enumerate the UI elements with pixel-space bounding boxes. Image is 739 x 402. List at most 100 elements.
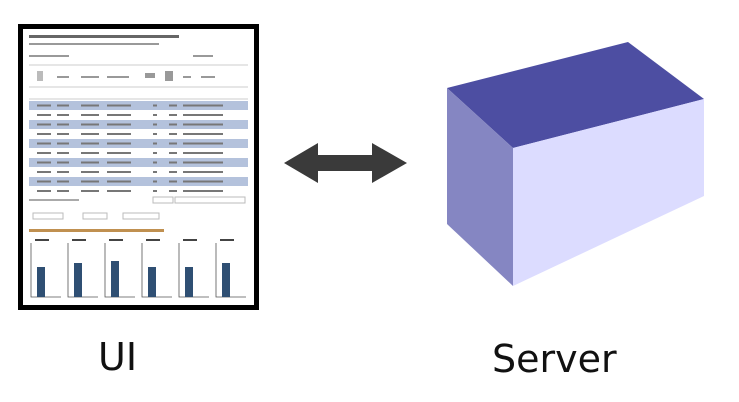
ui-table-cell <box>81 171 99 173</box>
ui-table-row-highlight <box>29 101 248 110</box>
ui-table-cell <box>81 161 99 164</box>
ui-table-cell <box>57 133 69 135</box>
ui-table-cell <box>153 152 157 154</box>
ui-table-cell <box>57 114 69 116</box>
server-top-face <box>447 42 704 148</box>
ui-chart-title <box>183 239 197 241</box>
ui-table-cell <box>169 114 177 116</box>
ui-chart-bar <box>148 267 156 297</box>
ui-chart-bar <box>111 261 119 297</box>
ui-table-cell <box>57 152 69 154</box>
ui-table-cell <box>169 133 177 135</box>
ui-table-cell <box>81 123 99 126</box>
ui-table-cell <box>169 161 177 164</box>
ui-table-cell <box>153 142 157 145</box>
ui-table-cell <box>169 104 177 107</box>
ui-table-cell <box>183 171 223 173</box>
ui-table-cell <box>81 142 99 145</box>
ui-table-cell <box>81 190 99 192</box>
ui-table-cell <box>169 180 177 183</box>
ui-table-row-highlight <box>29 177 248 186</box>
ui-table-cell <box>169 190 177 192</box>
ui-table-cell <box>107 123 131 126</box>
ui-table-cell <box>37 152 51 154</box>
ui-table-row-highlight <box>29 158 248 167</box>
ui-table-cell <box>183 161 223 164</box>
ui-label: UI <box>98 335 138 379</box>
ui-table-cell <box>81 133 99 135</box>
ui-chart-bar <box>222 263 230 297</box>
ui-table-cell <box>107 142 131 145</box>
ui-table-cell <box>107 104 131 107</box>
ui-table-cell <box>107 152 131 154</box>
ui-table-cell <box>183 142 223 145</box>
ui-table-cell <box>153 104 157 107</box>
ui-chart-title <box>220 239 234 241</box>
ui-table-cell <box>81 114 99 116</box>
ui-table-row-highlight <box>29 139 248 148</box>
ui-table-cell <box>169 171 177 173</box>
ui-table-cell <box>169 142 177 145</box>
ui-table-cell <box>57 190 69 192</box>
ui-table-cell <box>57 142 69 145</box>
ui-table-cell <box>37 180 51 183</box>
ui-table-cell <box>153 161 157 164</box>
ui-table-cell <box>57 171 69 173</box>
ui-table-cell <box>107 133 131 135</box>
ui-table-cell <box>153 190 157 192</box>
ui-chart-title <box>35 239 49 241</box>
server-left-face <box>447 88 513 286</box>
ui-table-cell <box>183 133 223 135</box>
ui-table-cell <box>37 114 51 116</box>
ui-table-cell <box>183 180 223 183</box>
ui-table-cell <box>107 190 131 192</box>
ui-chart-axis <box>178 243 209 298</box>
ui-screenshot-thumbnail <box>18 24 259 310</box>
ui-table-cell <box>183 104 223 107</box>
ui-table-cell <box>81 104 99 107</box>
ui-table-cell <box>169 123 177 126</box>
ui-table-cell <box>153 180 157 183</box>
ui-table-cell <box>37 104 51 107</box>
server-front-face <box>513 99 704 286</box>
ui-chart-axis <box>104 243 135 298</box>
ui-table-cell <box>37 161 51 164</box>
ui-chart-title <box>146 239 160 241</box>
ui-thumbnail-graphic <box>29 35 248 298</box>
ui-table-row-highlight <box>29 120 248 129</box>
ui-table-cell <box>153 133 157 135</box>
ui-table-cell <box>107 180 131 183</box>
ui-chart-title <box>72 239 86 241</box>
ui-table-cell <box>37 133 51 135</box>
ui-table-cell <box>37 123 51 126</box>
ui-table-cell <box>81 180 99 183</box>
arrow-shape <box>284 143 407 183</box>
ui-table-cell <box>169 152 177 154</box>
ui-table-cell <box>81 152 99 154</box>
ui-chart-axis <box>141 243 172 298</box>
ui-table-cell <box>37 171 51 173</box>
ui-table-cell <box>107 114 131 116</box>
ui-table-cell <box>57 123 69 126</box>
ui-table-cell <box>37 190 51 192</box>
server-label: Server <box>492 337 617 381</box>
ui-table-cell <box>183 190 223 192</box>
ui-table-cell <box>183 123 223 126</box>
ui-table-cell <box>57 161 69 164</box>
ui-table-cell <box>153 123 157 126</box>
ui-chart-axis <box>215 243 246 298</box>
ui-table-cell <box>153 114 157 116</box>
ui-table-cell <box>153 171 157 173</box>
ui-chart-axis <box>67 243 98 298</box>
ui-table-cell <box>57 180 69 183</box>
ui-chart-bar <box>185 267 193 297</box>
ui-table-cell <box>183 114 223 116</box>
ui-table-cell <box>37 142 51 145</box>
ui-chart-bar <box>37 267 45 297</box>
ui-table-cell <box>107 161 131 164</box>
ui-chart-bar <box>74 263 82 297</box>
ui-table-cell <box>107 171 131 173</box>
